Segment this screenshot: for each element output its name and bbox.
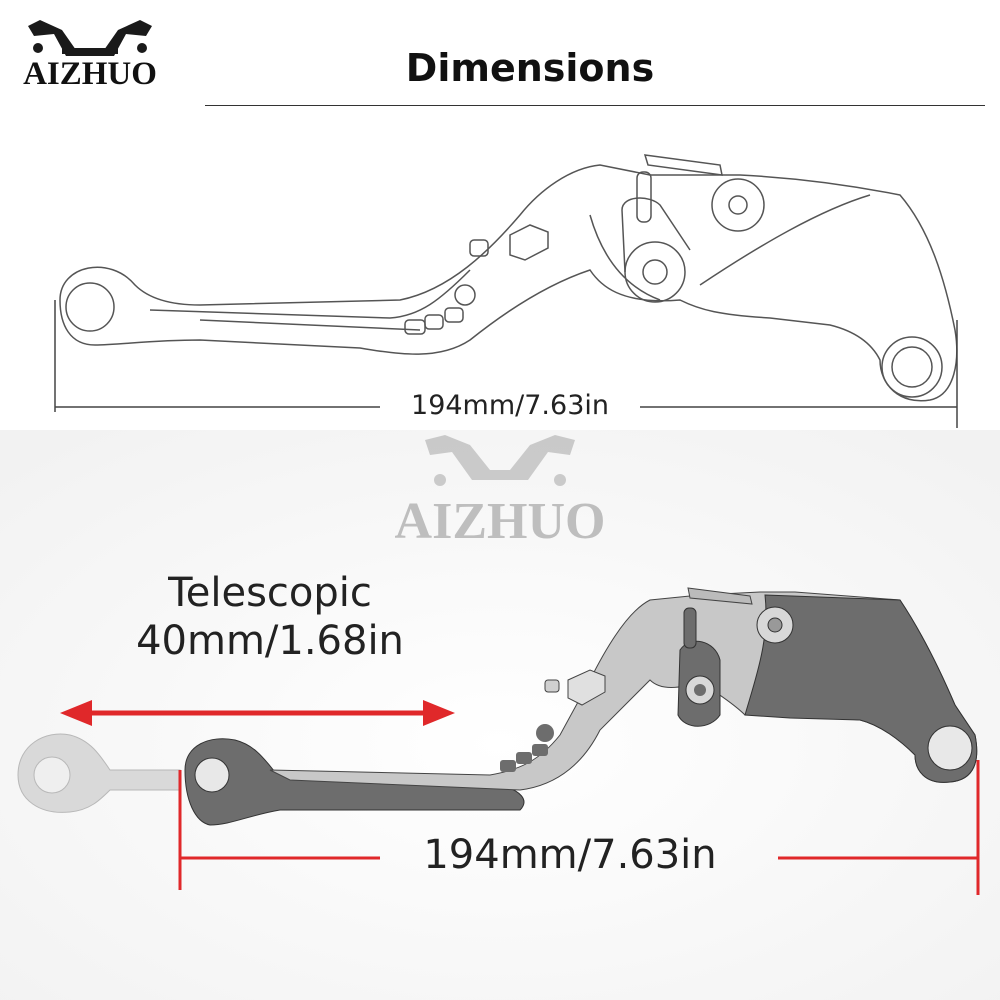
brand-logo-icon (28, 20, 152, 56)
brand-name: AIZHUO (23, 56, 157, 92)
bottom-length-label: 194mm/7.63in (423, 832, 717, 878)
telescopic-value: 40mm/1.68in (136, 618, 404, 664)
watermark-text: AIZHUO (394, 493, 606, 550)
top-length-label: 194mm/7.63in (380, 390, 640, 421)
page-title: Dimensions (405, 46, 655, 90)
telescopic-label: Telescopic (168, 570, 372, 616)
title-divider (205, 105, 985, 106)
